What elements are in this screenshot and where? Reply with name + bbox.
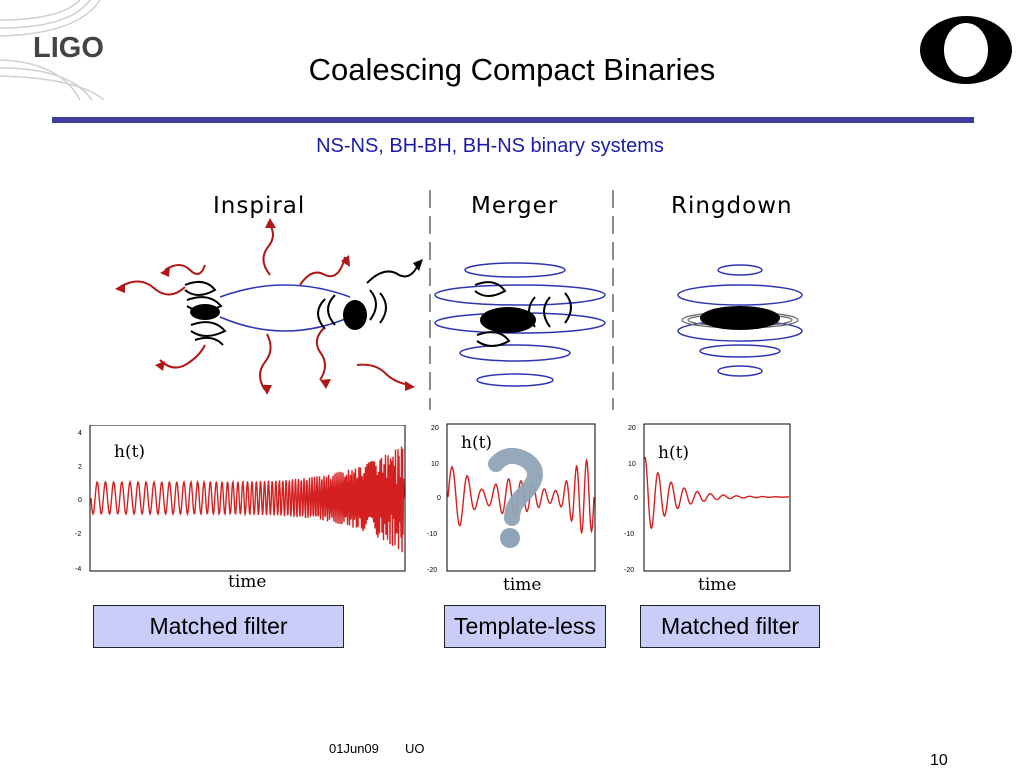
- waveform-trace: [90, 446, 405, 553]
- plot-frame: [446, 423, 596, 572]
- method-box-template-less: Template-less: [444, 605, 606, 648]
- ytick: 20: [431, 425, 439, 432]
- phase-label-ringdown: Ringdown: [671, 193, 793, 219]
- ytick: -10: [624, 531, 634, 538]
- plot-xlabel: time: [503, 575, 541, 595]
- title-divider: [52, 117, 974, 123]
- ligo-logo: LIGO: [0, 0, 140, 101]
- waveform-plot-ringdown: 20 10 0 -10 -20 h(t) time: [620, 422, 798, 596]
- radiation-arrowheads: [115, 218, 415, 395]
- plot-ylabel: h(t): [658, 443, 689, 463]
- ytick: -4: [75, 566, 81, 573]
- phase-label-merger: Merger: [471, 193, 559, 219]
- inspiral-orbit: [219, 284, 351, 332]
- phase-separators: [429, 190, 614, 410]
- waveform-plot-merger: 20 10 0 -10 -20 h(t) time: [423, 422, 601, 596]
- ytick: 20: [628, 425, 636, 432]
- ytick: -2: [75, 531, 81, 538]
- ytick: 0: [78, 497, 82, 504]
- compact-object-2: [343, 300, 367, 330]
- oregon-o-logo: [916, 10, 1016, 90]
- slide-subtitle: NS-NS, BH-BH, BH-NS binary systems: [316, 135, 664, 157]
- svg-text:LIGO: LIGO: [33, 32, 104, 64]
- method-box-matched-filter-inspiral: Matched filter: [93, 605, 344, 648]
- question-mark-dot: [500, 528, 520, 548]
- ytick: 0: [437, 495, 441, 502]
- final-black-hole: [700, 306, 780, 330]
- ytick: 4: [78, 430, 82, 437]
- slide-number: 10: [930, 752, 948, 769]
- method-box-matched-filter-ringdown: Matched filter: [640, 605, 820, 648]
- footer-org: UO: [405, 741, 425, 756]
- spiral-wakes: [184, 280, 387, 346]
- waveform-trace: [447, 458, 595, 535]
- waveform-plot-inspiral: 4 2 0 -2 -4 h(t) time: [72, 424, 412, 595]
- waveform-trace: [644, 456, 789, 530]
- ytick: 10: [431, 461, 439, 468]
- ytick: 2: [78, 464, 82, 471]
- plot-ylabel: h(t): [461, 433, 492, 453]
- footer-date: 01Jun09: [329, 741, 379, 756]
- phase-label-inspiral: Inspiral: [213, 193, 306, 219]
- ytick: 0: [634, 495, 638, 502]
- ytick: 10: [628, 461, 636, 468]
- radiation-arrows: [119, 221, 411, 391]
- slide-title: Coalescing Compact Binaries: [308, 52, 716, 87]
- coalescence-phases-diagram: Inspiral Merger Ringdown: [105, 185, 835, 415]
- plot-ylabel: h(t): [114, 442, 145, 462]
- plot-frame: [643, 423, 791, 572]
- plot-frame: [89, 424, 406, 572]
- compact-object-1: [190, 304, 220, 320]
- merging-black-holes: [480, 307, 536, 333]
- ytick: -10: [427, 531, 437, 538]
- ytick: -20: [427, 567, 437, 574]
- plot-xlabel: time: [228, 572, 266, 592]
- ytick: -20: [624, 567, 634, 574]
- question-mark-icon: [488, 447, 543, 526]
- plot-xlabel: time: [698, 575, 736, 595]
